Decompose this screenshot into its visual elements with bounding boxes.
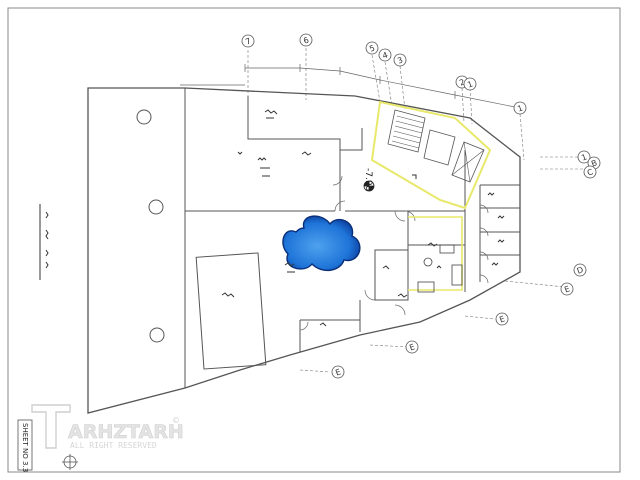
grid-axis-lines bbox=[247, 48, 590, 373]
watermark: ARHZTARH © ALL RIGHT RESERVED bbox=[31, 404, 184, 450]
room-label-marks bbox=[237, 109, 505, 327]
grid-bubble: 6 bbox=[299, 33, 313, 47]
grid-bubble-label: 4 bbox=[381, 50, 389, 60]
grid-bubble: C bbox=[583, 165, 597, 179]
interior-walls bbox=[185, 96, 520, 352]
grid-bubble: 5 bbox=[365, 41, 379, 55]
grid-bubble: E bbox=[405, 340, 419, 354]
grid-bubble-label: 3 bbox=[396, 55, 404, 65]
grid-bubble-label: E bbox=[498, 314, 506, 324]
grid-bubble: 4 bbox=[378, 48, 392, 62]
grid-bubble-label: D bbox=[576, 265, 585, 276]
door-swings bbox=[299, 175, 489, 331]
grid-bubble: E bbox=[560, 282, 574, 296]
grid-bubble: 1 bbox=[513, 101, 527, 115]
grid-bubble: 3 bbox=[393, 53, 407, 67]
grid-bubble-label: C bbox=[586, 167, 595, 178]
level-text: -7.98 bbox=[363, 168, 373, 192]
plan-title-block bbox=[39, 204, 49, 280]
grid-bubble-label: 2 bbox=[458, 77, 466, 87]
watermark-brand: ARHZTARH bbox=[68, 421, 184, 443]
level-marker: -7.98 bbox=[363, 168, 375, 192]
grid-bubble-label: B bbox=[590, 158, 598, 168]
grid-bubble: E bbox=[495, 312, 509, 326]
pool bbox=[282, 215, 361, 271]
watermark-logo-icon bbox=[31, 404, 71, 449]
grid-bubble-label: 6 bbox=[302, 35, 310, 45]
column-circle bbox=[136, 109, 152, 125]
grid-bubble: 7 bbox=[241, 34, 255, 48]
sheet-border bbox=[7, 7, 621, 473]
top-dimension-line bbox=[180, 64, 521, 112]
column-circle bbox=[148, 199, 164, 215]
parking-ramp bbox=[136, 88, 186, 388]
grid-bubble-label: E bbox=[563, 284, 571, 294]
grid-bubbles-bottom: E E E bbox=[331, 312, 509, 379]
room-label-mark bbox=[221, 292, 235, 298]
grid-bubble-label: E bbox=[408, 342, 416, 352]
grid-bubble-label: 5 bbox=[368, 43, 376, 53]
grid-bubble: 1 bbox=[577, 150, 591, 164]
watermark-copyright: © bbox=[172, 416, 180, 425]
hall-room bbox=[195, 252, 267, 370]
grid-bubble-label: E bbox=[334, 367, 342, 377]
grid-bubbles-top: 7 6 5 4 3 2 1 1 bbox=[241, 33, 527, 115]
grid-bubble: D bbox=[573, 263, 587, 277]
grid-bubble-label: 1 bbox=[516, 103, 524, 113]
sheet-number-box: SHEET NO 3.3 bbox=[17, 419, 78, 472]
column-circle bbox=[149, 327, 165, 343]
sheet-number-label: SHEET NO 3.3 bbox=[21, 423, 29, 472]
grid-bubble-label: 7 bbox=[244, 36, 252, 46]
stair-core bbox=[370, 100, 492, 210]
grid-bubble-label: 1 bbox=[580, 152, 588, 162]
grid-bubble: E bbox=[331, 365, 345, 379]
grid-bubble-label: 1 bbox=[466, 79, 474, 89]
grid-bubble: 1 bbox=[463, 77, 477, 91]
grid-bubbles-right: 1 B C D E bbox=[560, 150, 601, 296]
watermark-subtitle: ALL RIGHT RESERVED bbox=[70, 441, 157, 450]
service-room-highlight bbox=[408, 216, 463, 291]
building-outline bbox=[87, 87, 521, 414]
service-equipment bbox=[417, 244, 463, 293]
